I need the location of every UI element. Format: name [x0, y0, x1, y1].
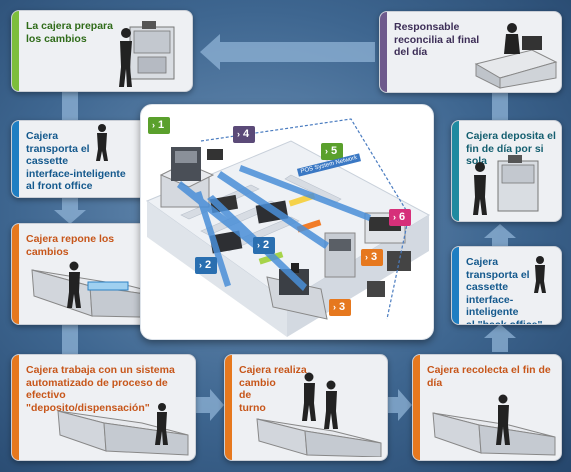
chevron-right-icon: ›	[257, 240, 260, 250]
connector-s1-s2	[62, 91, 78, 121]
tag-label: 3	[371, 251, 378, 263]
step-label: Cajera realiza cambio de turno	[239, 364, 307, 414]
step-card-collect-end-of-day: Cajera recolecta el fin de día	[412, 354, 562, 461]
step-card-manager-reconciles: Responsable reconcilia al final del día	[379, 11, 562, 93]
step-color-bar	[225, 355, 232, 460]
diagram-tag-5: ›5	[321, 143, 344, 160]
step-card-prepare-change: La cajera prepara los cambios	[11, 10, 193, 92]
chevron-right-icon: ›	[152, 120, 155, 130]
chevron-right-icon: ›	[365, 252, 368, 262]
diagram-tag-6: ›6	[389, 209, 412, 226]
chevron-right-icon: ›	[333, 302, 336, 312]
tag-label: 5	[331, 145, 338, 157]
checkout-counter-illustration	[432, 394, 556, 456]
tag-label: 1	[158, 119, 165, 131]
step-color-bar	[452, 247, 459, 324]
arrow-s2-to-s3	[54, 196, 86, 224]
step-color-bar	[12, 224, 19, 324]
step-color-bar	[413, 355, 420, 460]
diagram-tag-3b: ›3	[329, 299, 352, 316]
diagram-tag-4: ›4	[233, 126, 256, 143]
cashier-safe-illustration	[119, 21, 175, 87]
tag-label: 6	[399, 211, 406, 223]
step-label: Cajera transporta el cassette interface-…	[26, 130, 126, 192]
diagram-tag-2a: ›2	[253, 237, 276, 254]
diagram-tag-1: ›1	[148, 117, 171, 134]
arrow-s4-to-s5	[194, 389, 224, 421]
arrow-s9-to-s1	[200, 34, 375, 70]
step-label: Cajera transporta el cassette interface-…	[466, 256, 543, 325]
chevron-right-icon: ›	[393, 212, 396, 222]
step-color-bar	[380, 12, 387, 92]
cashier-walking-illustration	[534, 256, 546, 293]
arrow-s7-up	[484, 224, 516, 250]
step-color-bar	[12, 121, 19, 197]
arrow-s5-to-s6	[386, 389, 412, 421]
tag-label: 3	[339, 301, 346, 313]
step-color-bar	[12, 355, 19, 460]
tag-label: 4	[243, 128, 250, 140]
diagram-tag-2b: ›2	[195, 257, 218, 274]
arrow-s6-to-s7	[484, 324, 516, 352]
connector-s3-s4	[62, 320, 78, 354]
tag-label: 2	[205, 259, 212, 271]
step-card-deposit-end-of-day: Cajera deposita el fin de día por si sol…	[451, 120, 562, 222]
cashier-walking-illustration	[96, 124, 108, 161]
checkout-counter-illustration	[57, 403, 189, 456]
step-card-shift-change: Cajera realiza cambio de turno	[224, 354, 388, 461]
step-label: Responsable reconcilia al final del día	[394, 21, 480, 58]
chevron-right-icon: ›	[199, 260, 202, 270]
tag-label: 2	[263, 239, 270, 251]
chevron-right-icon: ›	[237, 129, 240, 139]
step-label: La cajera prepara los cambios	[26, 20, 113, 45]
shift-change-illustration	[256, 372, 382, 457]
deposit-machine-illustration	[473, 155, 539, 215]
step-label: Cajera deposita el fin de día por si sol…	[466, 130, 556, 167]
step-card-transport-back-office: Cajera transporta el cassette interface-…	[451, 246, 562, 325]
step-color-bar	[452, 121, 459, 221]
step-label: Cajera recolecta el fin de día	[427, 364, 551, 389]
connector-s8-s9	[492, 92, 508, 120]
manager-desk-illustration	[474, 23, 558, 89]
step-label: Cajera trabaja con un sistema automatiza…	[26, 364, 175, 414]
diagram-tag-3a: ›3	[361, 249, 384, 266]
step-label: Cajera repone los cambios	[26, 233, 115, 258]
step-color-bar	[12, 11, 19, 91]
step-card-automated-cash-system: Cajera trabaja con un sistema automatiza…	[11, 354, 196, 461]
chevron-right-icon: ›	[325, 146, 328, 156]
store-layout-diagram: ›1 ›4 ›5 ›6 ›2 ›2 ›3 ›3 POS System Netwo…	[140, 104, 434, 340]
